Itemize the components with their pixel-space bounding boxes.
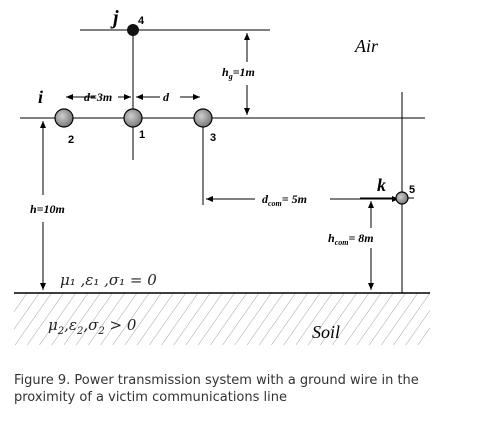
label-hcom: hcom= 8m <box>328 231 374 247</box>
conductor-1 <box>123 108 143 128</box>
layer2-params: μ2,ε2,σ2 > 0 <box>48 316 137 337</box>
label-j: j <box>110 7 119 29</box>
figure-caption: Figure 9. Power transmission system with… <box>14 373 419 405</box>
label-h10: h=10m <box>30 202 65 216</box>
label-d: d <box>163 90 170 104</box>
conductor-2 <box>54 108 74 128</box>
ground-wire-j <box>127 24 139 36</box>
label-dcom: dcom= 5m <box>262 192 307 208</box>
label-4: 4 <box>138 15 145 27</box>
comm-line-k <box>395 191 409 205</box>
label-1: 1 <box>139 129 145 141</box>
label-soil: Soil <box>312 322 340 342</box>
label-k: k <box>377 175 386 195</box>
soil-hatch <box>14 293 430 345</box>
label-3: 3 <box>210 132 216 144</box>
label-d3m: d=3m <box>84 90 112 104</box>
label-i: i <box>38 87 43 107</box>
transmission-diagram: j 4 i 2 1 3 k 5 d=3m d hg=1m Air Soil dc… <box>14 7 430 345</box>
layer1-params: μ₁ ,ε₁ ,σ₁ = 0 <box>60 271 157 289</box>
label-2: 2 <box>68 134 74 146</box>
label-5: 5 <box>409 184 415 196</box>
label-air: Air <box>354 36 379 56</box>
label-hg: hg=1m <box>222 65 255 81</box>
conductor-3 <box>193 108 213 128</box>
